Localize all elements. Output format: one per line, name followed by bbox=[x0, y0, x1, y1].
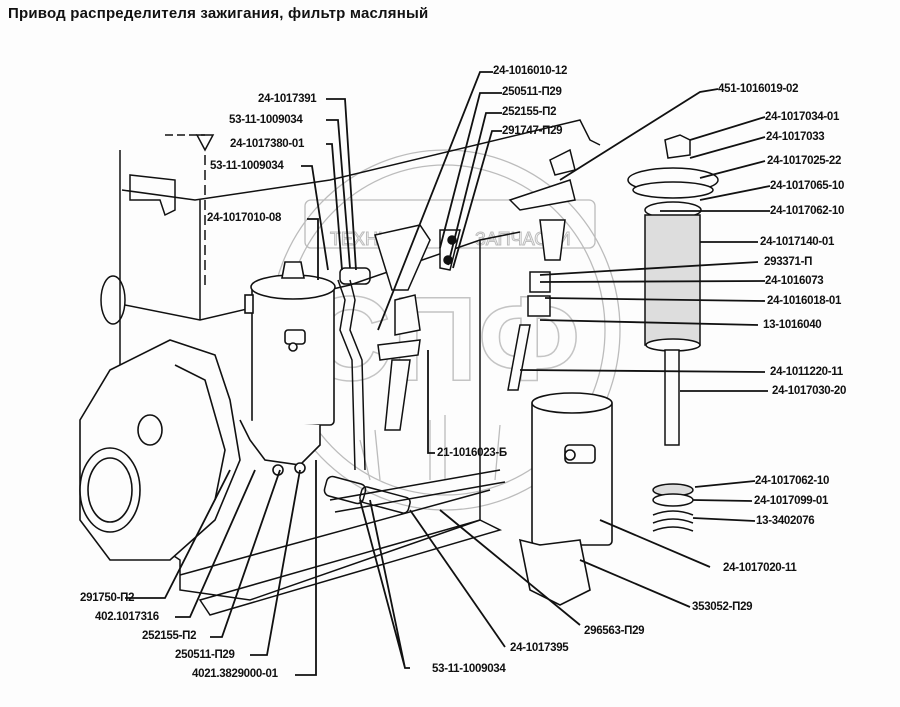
diagram-title: Привод распределителя зажигания, фильтр … bbox=[8, 5, 429, 22]
timing-cover bbox=[79, 339, 241, 561]
part-label: 451-1016019-02 bbox=[718, 83, 799, 95]
part-label: 4021.3829000-01 bbox=[192, 668, 278, 680]
part-label: 21-1016023-Б bbox=[437, 447, 507, 459]
part-label: 24-1017140-01 bbox=[760, 236, 835, 248]
oil-filter-housing bbox=[239, 261, 336, 476]
part-label: 250511-П29 bbox=[502, 86, 562, 98]
part-label: 24-1017395 bbox=[510, 642, 569, 654]
part-label: 293371-П bbox=[764, 256, 813, 268]
part-label: 250511-П29 bbox=[175, 649, 235, 661]
leader-lines bbox=[125, 71, 771, 676]
part-label: 291750-П2 bbox=[80, 592, 135, 604]
part-label: 24-1017034-01 bbox=[765, 111, 840, 123]
part-label: 24-1017010-08 bbox=[207, 212, 282, 224]
oil-filter-housing-exploded bbox=[518, 392, 613, 606]
part-label: 24-1017062-10 bbox=[755, 475, 830, 487]
part-label: 24-1017033 bbox=[766, 131, 825, 143]
part-label: 24-1016010-12 bbox=[493, 65, 568, 77]
watermark-letters: СПФ bbox=[305, 272, 580, 406]
drive-shaft bbox=[507, 148, 576, 391]
part-label: 24-1011220-11 bbox=[770, 366, 843, 378]
part-label: 24-1016073 bbox=[765, 275, 824, 287]
part-label: 24-1017030-20 bbox=[772, 385, 847, 397]
part-label: 402.1017316 bbox=[95, 611, 159, 623]
part-label: 296563-П29 bbox=[584, 625, 645, 637]
filter-element bbox=[627, 134, 719, 532]
part-label: 13-1016040 bbox=[763, 319, 822, 331]
part-label: 252155-П2 bbox=[142, 630, 197, 642]
part-label: 24-1017062-10 bbox=[770, 205, 845, 217]
part-label: 24-1016018-01 bbox=[767, 295, 842, 307]
part-label: 24-1017025-22 bbox=[767, 155, 842, 167]
part-label: 53-11-1009034 bbox=[229, 114, 303, 126]
distributor-drive bbox=[374, 224, 461, 431]
oil-pipe bbox=[323, 267, 506, 514]
part-label: 252155-П2 bbox=[502, 106, 557, 118]
part-label: 24-1017020-11 bbox=[723, 562, 797, 574]
part-label: 53-11-1009034 bbox=[210, 160, 284, 172]
part-label: 53-11-1009034 bbox=[432, 663, 506, 675]
part-label: 24-1017099-01 bbox=[754, 495, 829, 507]
part-label: 291747-П29 bbox=[502, 125, 563, 137]
part-label: 13-3402076 bbox=[756, 515, 815, 527]
part-label: 24-1017391 bbox=[258, 93, 317, 105]
part-label: 24-1017380-01 bbox=[230, 138, 305, 150]
part-label: 24-1017065-10 bbox=[770, 180, 845, 192]
part-label: 353052-П29 bbox=[692, 601, 753, 613]
